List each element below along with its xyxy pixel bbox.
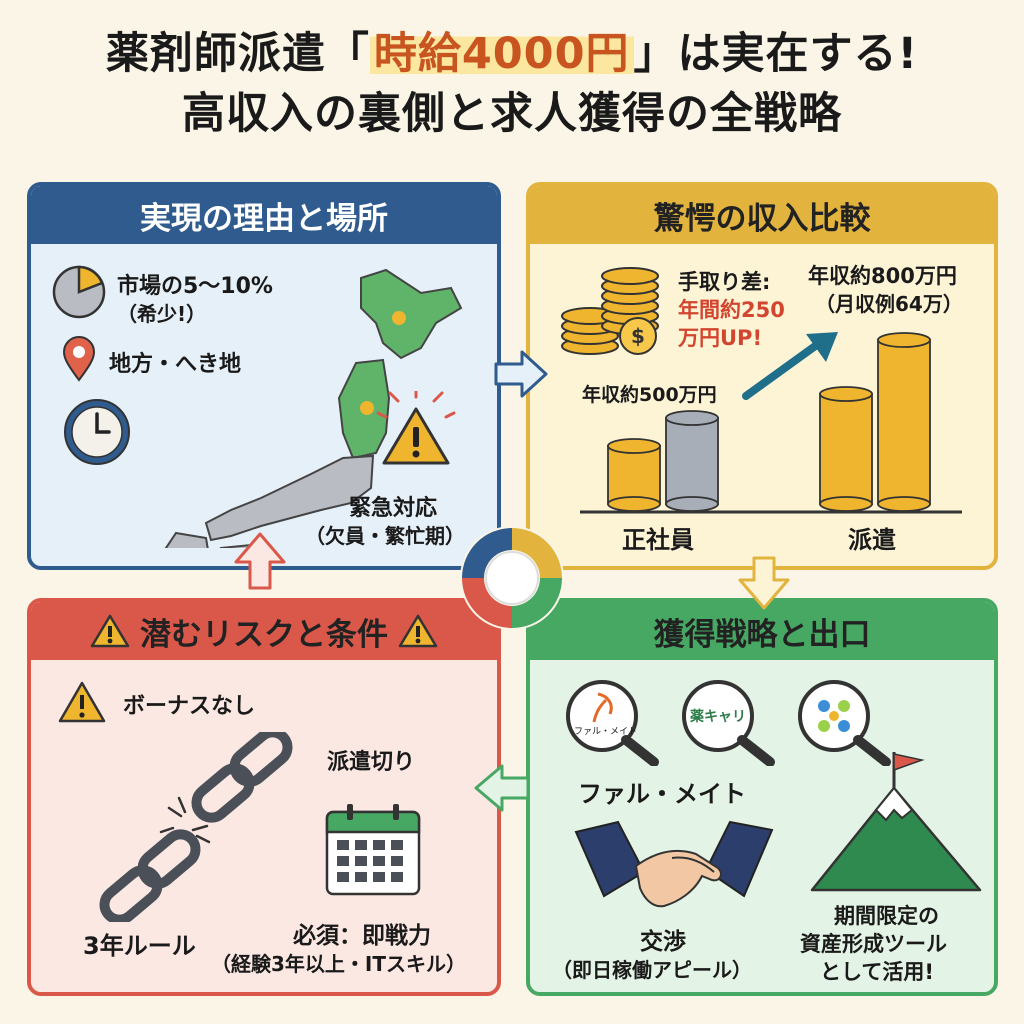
clock-icon bbox=[64, 399, 130, 465]
panel-income: 驚愕の収入比較 $ 手取り差: 年間約250 万円UP! 年収約800万円 （月… bbox=[526, 182, 998, 570]
negotiation-note: （即日稼働アピール） bbox=[552, 958, 752, 982]
panel-strategy-header: 獲得戦略と出口 bbox=[530, 602, 994, 660]
income-bar-chart bbox=[580, 332, 962, 514]
panel-reason: 実現の理由と場所 市場の5〜10% （希少!） 地方・へき地 bbox=[27, 182, 501, 570]
pie-chart-icon bbox=[52, 265, 106, 319]
title-line-1: 薬剤師派遣「時給4000円」は実在する! bbox=[105, 29, 919, 79]
arrow-down-icon bbox=[738, 556, 790, 610]
requirement-text: 必須：即戦力 bbox=[293, 923, 431, 949]
regular-income: 年収約500万円 bbox=[582, 384, 717, 406]
magnifier-icon bbox=[798, 680, 891, 766]
mountain-flag-icon bbox=[810, 752, 982, 892]
market-share-note: （希少!） bbox=[117, 302, 207, 326]
arrow-left-icon bbox=[474, 764, 530, 812]
title-line-2: 高収入の裏側と求人獲得の全戦略 bbox=[182, 89, 842, 139]
location-pin-icon bbox=[62, 336, 96, 382]
trend-arrow-icon bbox=[742, 332, 838, 400]
magnifier-icon: ファル・メイト bbox=[560, 676, 670, 766]
diff-value-1: 年間約250 bbox=[678, 298, 785, 322]
warning-icon bbox=[398, 614, 438, 648]
market-share-text: 市場の5〜10% bbox=[117, 274, 273, 299]
location-text: 地方・へき地 bbox=[109, 352, 242, 377]
agent1-logo-text: ファル・メイト bbox=[574, 727, 638, 737]
panel-strategy: 獲得戦略と出口 ファル・メイト 薬キャリ ファル・メイト 交渉 （即日稼働アピー… bbox=[526, 598, 998, 996]
cut-off-text: 派遣切り bbox=[327, 750, 416, 775]
panel-risk-header: 潜むリスクと条件 bbox=[31, 602, 497, 660]
page-title: 薬剤師派遣「時給4000円」は実在する! 高収入の裏側と求人獲得の全戦略 bbox=[0, 24, 1024, 144]
japan-map-icon bbox=[164, 268, 463, 548]
arrow-right-icon bbox=[494, 350, 548, 398]
warning-icon bbox=[90, 614, 130, 648]
exit-line-1: 期間限定の bbox=[834, 904, 939, 928]
emergency-note: （欠員・繁忙期） bbox=[305, 524, 465, 548]
panel-risk: 潜むリスクと条件 ボーナスなし 派遣切り 3年ルール 必須：即戦力 （経験3年以… bbox=[27, 598, 501, 996]
warning-icon bbox=[58, 681, 106, 723]
arrow-up-icon bbox=[234, 532, 286, 590]
calendar-icon bbox=[325, 804, 421, 896]
panel-income-header: 驚愕の収入比較 bbox=[530, 186, 994, 244]
cycle-ring-icon bbox=[460, 526, 564, 630]
handshake-icon bbox=[574, 820, 774, 908]
requirement-note: （経験3年以上・ITスキル） bbox=[211, 952, 466, 976]
exit-line-3: として活用! bbox=[820, 960, 934, 984]
three-year-rule-text: 3年ルール bbox=[83, 932, 196, 960]
broken-chain-icon bbox=[99, 732, 293, 922]
no-bonus-text: ボーナスなし bbox=[123, 694, 256, 719]
emergency-text: 緊急対応 bbox=[349, 496, 438, 521]
dispatch-monthly: （月収例64万） bbox=[815, 292, 963, 316]
agent2-logo-text: 薬キャリ bbox=[690, 709, 746, 725]
negotiation-text: 交渉 bbox=[640, 929, 686, 955]
coin-stack-icon: $ bbox=[561, 267, 659, 355]
regular-label: 正社員 bbox=[622, 526, 694, 554]
agent-name-text: ファル・メイト bbox=[578, 780, 746, 808]
svg-text:$: $ bbox=[631, 324, 645, 348]
diff-value-2: 万円UP! bbox=[678, 326, 763, 350]
dispatch-label: 派遣 bbox=[848, 526, 896, 554]
panel-reason-header: 実現の理由と場所 bbox=[31, 186, 497, 244]
title-highlight: 時給4000円 bbox=[369, 29, 634, 79]
exit-line-2: 資産形成ツール bbox=[800, 932, 947, 956]
magnifier-icon: 薬キャリ bbox=[676, 676, 786, 766]
diff-label: 手取り差: bbox=[678, 270, 771, 294]
dispatch-income: 年収約800万円 bbox=[808, 264, 957, 288]
warning-icon bbox=[376, 391, 456, 465]
